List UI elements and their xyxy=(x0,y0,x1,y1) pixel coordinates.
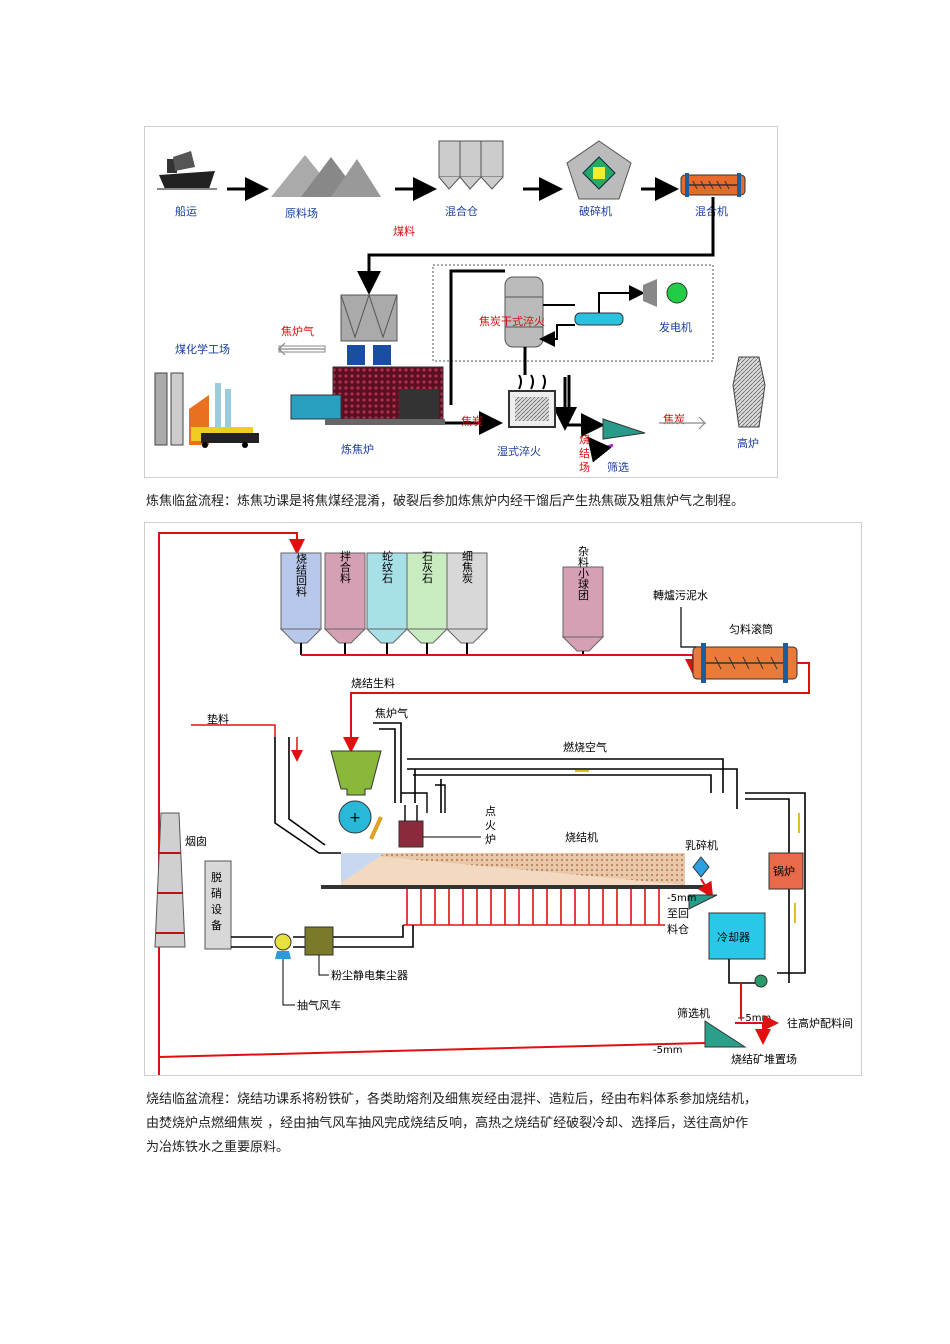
bin-fine-coke: 细焦炭 xyxy=(445,550,489,644)
mixing-drum-icon xyxy=(692,643,798,683)
caption-line-1: 烧结临盆流程：烧结功课系将粉铁矿，各类助熔剂及细焦炭经由混拌、造粒后，经由布料体… xyxy=(146,1092,758,1107)
label-to-bf: 往高炉配料间 xyxy=(787,1016,853,1030)
caption-line-3: 为冶炼铁水之重要原料。 xyxy=(146,1140,290,1155)
screen-icon xyxy=(704,1020,747,1048)
bin-label-3: 石灰石 xyxy=(421,551,434,584)
chemical-plant-icon xyxy=(154,372,259,448)
label-plus5: +5mm xyxy=(737,1013,771,1024)
label-yard: 原料场 xyxy=(285,206,318,220)
caption-sintering: 烧结临盆流程：烧结功课系将粉铁矿，各类助熔剂及细焦炭经由混拌、造粒后，经由布料体… xyxy=(146,1088,836,1160)
coking-diagram: 船运 原料场 混合仓 破碎机 混合机 煤料 xyxy=(144,126,778,478)
label-ship: 船运 xyxy=(175,204,197,218)
generator-icon xyxy=(643,279,688,307)
label-desulf-3: 设 xyxy=(211,903,222,916)
label-cooler: 冷却器 xyxy=(717,931,750,944)
label-screen: 筛选 xyxy=(607,460,629,474)
label-desulf-1: 脱 xyxy=(211,870,222,884)
bin-serpentine: 蛇纹石 xyxy=(365,549,409,644)
label-sludge: 轉爐污泥水 xyxy=(653,588,708,602)
label-machine: 烧结机 xyxy=(565,830,598,844)
label-return-2: 料仓 xyxy=(667,922,689,936)
bin-mix: 拌合料 xyxy=(323,549,367,644)
label-chem: 煤化学工场 xyxy=(175,342,230,356)
label-ignite-1: 点 xyxy=(485,805,496,818)
label-oven: 炼焦炉 xyxy=(341,442,374,456)
ship-icon xyxy=(157,151,217,190)
coke-oven-icon xyxy=(290,293,445,425)
label-desulf-4: 备 xyxy=(211,918,222,932)
crusher-icon xyxy=(566,140,632,200)
label-coal: 煤料 xyxy=(393,224,415,238)
bin-sinter-return: 烧结回料 xyxy=(279,552,323,644)
label-boiler: 锅炉 xyxy=(773,865,795,878)
raw-yard-icon xyxy=(271,155,381,197)
label-raw: 烧结生料 xyxy=(351,676,395,690)
label-sinter-yard-3: 场 xyxy=(579,460,590,474)
bin-label-misc: 杂料小球团 xyxy=(577,545,590,601)
label-desulf-2: 硝 xyxy=(211,887,222,900)
caption-line-2: 由焚烧炉点燃细焦炭 ，经由抽气风车抽风完成烧结反响，高热之烧结矿经破裂冷却、选择… xyxy=(146,1116,749,1131)
cooler-fan-icon xyxy=(754,974,768,988)
bin-label-4: 细焦炭 xyxy=(461,550,474,584)
label-minus5a: -5mm xyxy=(667,893,696,904)
boiler-icon xyxy=(768,852,804,890)
label-gas: 焦炉气 xyxy=(375,706,408,720)
label-wet: 湿式淬火 xyxy=(497,444,541,458)
crusher-icon xyxy=(692,856,710,878)
blast-furnace-icon xyxy=(732,356,766,428)
label-return-1: 至回 xyxy=(667,907,689,920)
label-crusher: 破碎机 xyxy=(579,204,612,218)
fan-icon xyxy=(274,933,292,951)
cooler-icon xyxy=(708,912,766,960)
label-gas: 焦炉气 xyxy=(281,324,314,338)
bin-misc-pellet: 杂料小球团 xyxy=(561,545,605,652)
label-coke: 焦炭 xyxy=(461,415,483,428)
label-ignite-2: 火 xyxy=(485,819,496,832)
label-esp: 粉尘静电集尘器 xyxy=(331,968,408,982)
label-pile: 烧结矿堆置场 xyxy=(731,1052,797,1066)
label-blend: 混合仓 xyxy=(445,204,478,218)
label-minus5b: -5mm xyxy=(653,1045,682,1056)
bin-label-2: 蛇纹石 xyxy=(381,549,394,583)
chimney-icon xyxy=(154,812,186,948)
label-sinter-yard-2: 结 xyxy=(579,447,590,460)
screen-icon xyxy=(602,418,646,440)
caption-coking: 炼焦临盆流程：炼焦功课是将焦煤经混淆，破裂后参加炼焦炉内经干馏后产生热焦碳及粗焦… xyxy=(146,494,745,509)
label-ignite-3: 炉 xyxy=(485,833,496,846)
desulf-icon xyxy=(204,860,232,950)
sintering-diagram: 烧结回料 拌合料 蛇纹石 石灰石 细焦炭 杂料小球团 轉爐污泥水 匀料滚筒 xyxy=(144,522,862,1076)
cdq-tower-icon xyxy=(504,276,544,348)
coking-svg: 船运 原料场 混合仓 破碎机 混合机 煤料 xyxy=(154,140,766,474)
label-screen: 筛选机 xyxy=(677,1006,710,1020)
bin-limestone: 石灰石 xyxy=(405,551,449,644)
label-chimney: 烟囱 xyxy=(185,834,207,848)
label-air: 燃烧空气 xyxy=(563,740,607,754)
wind-boxes xyxy=(403,889,665,926)
label-fan: 抽气风车 xyxy=(297,998,341,1012)
feed-roll-plus: + xyxy=(349,810,361,826)
label-bed: 垫料 xyxy=(207,712,229,726)
label-cdq: 焦炭干式淬火 xyxy=(479,314,545,328)
wet-quench-icon xyxy=(508,374,556,428)
label-bf: 高炉 xyxy=(737,436,759,450)
label-drum: 匀料滚筒 xyxy=(729,622,773,636)
feed-hopper-icon xyxy=(330,750,382,796)
feed-roll-icon xyxy=(338,800,372,834)
esp-icon xyxy=(304,926,334,956)
bin-label-0: 烧结回料 xyxy=(295,553,308,598)
label-sinter-yard-1: 烧 xyxy=(579,433,590,446)
label-crusher: 乳碎机 xyxy=(685,838,718,852)
bin-label-1: 拌合料 xyxy=(339,549,352,584)
label-power: 发电机 xyxy=(659,320,692,334)
mixer-drum-icon xyxy=(680,173,746,197)
heat-exchanger-icon xyxy=(574,312,624,326)
sintering-svg: 烧结回料 拌合料 蛇纹石 石灰石 细焦炭 杂料小球团 轉爐污泥水 匀料滚筒 xyxy=(154,532,853,1075)
blending-bins-icon xyxy=(438,140,504,190)
ignition-furnace-icon xyxy=(398,820,424,848)
label-coke2: 焦炭 xyxy=(663,413,685,426)
